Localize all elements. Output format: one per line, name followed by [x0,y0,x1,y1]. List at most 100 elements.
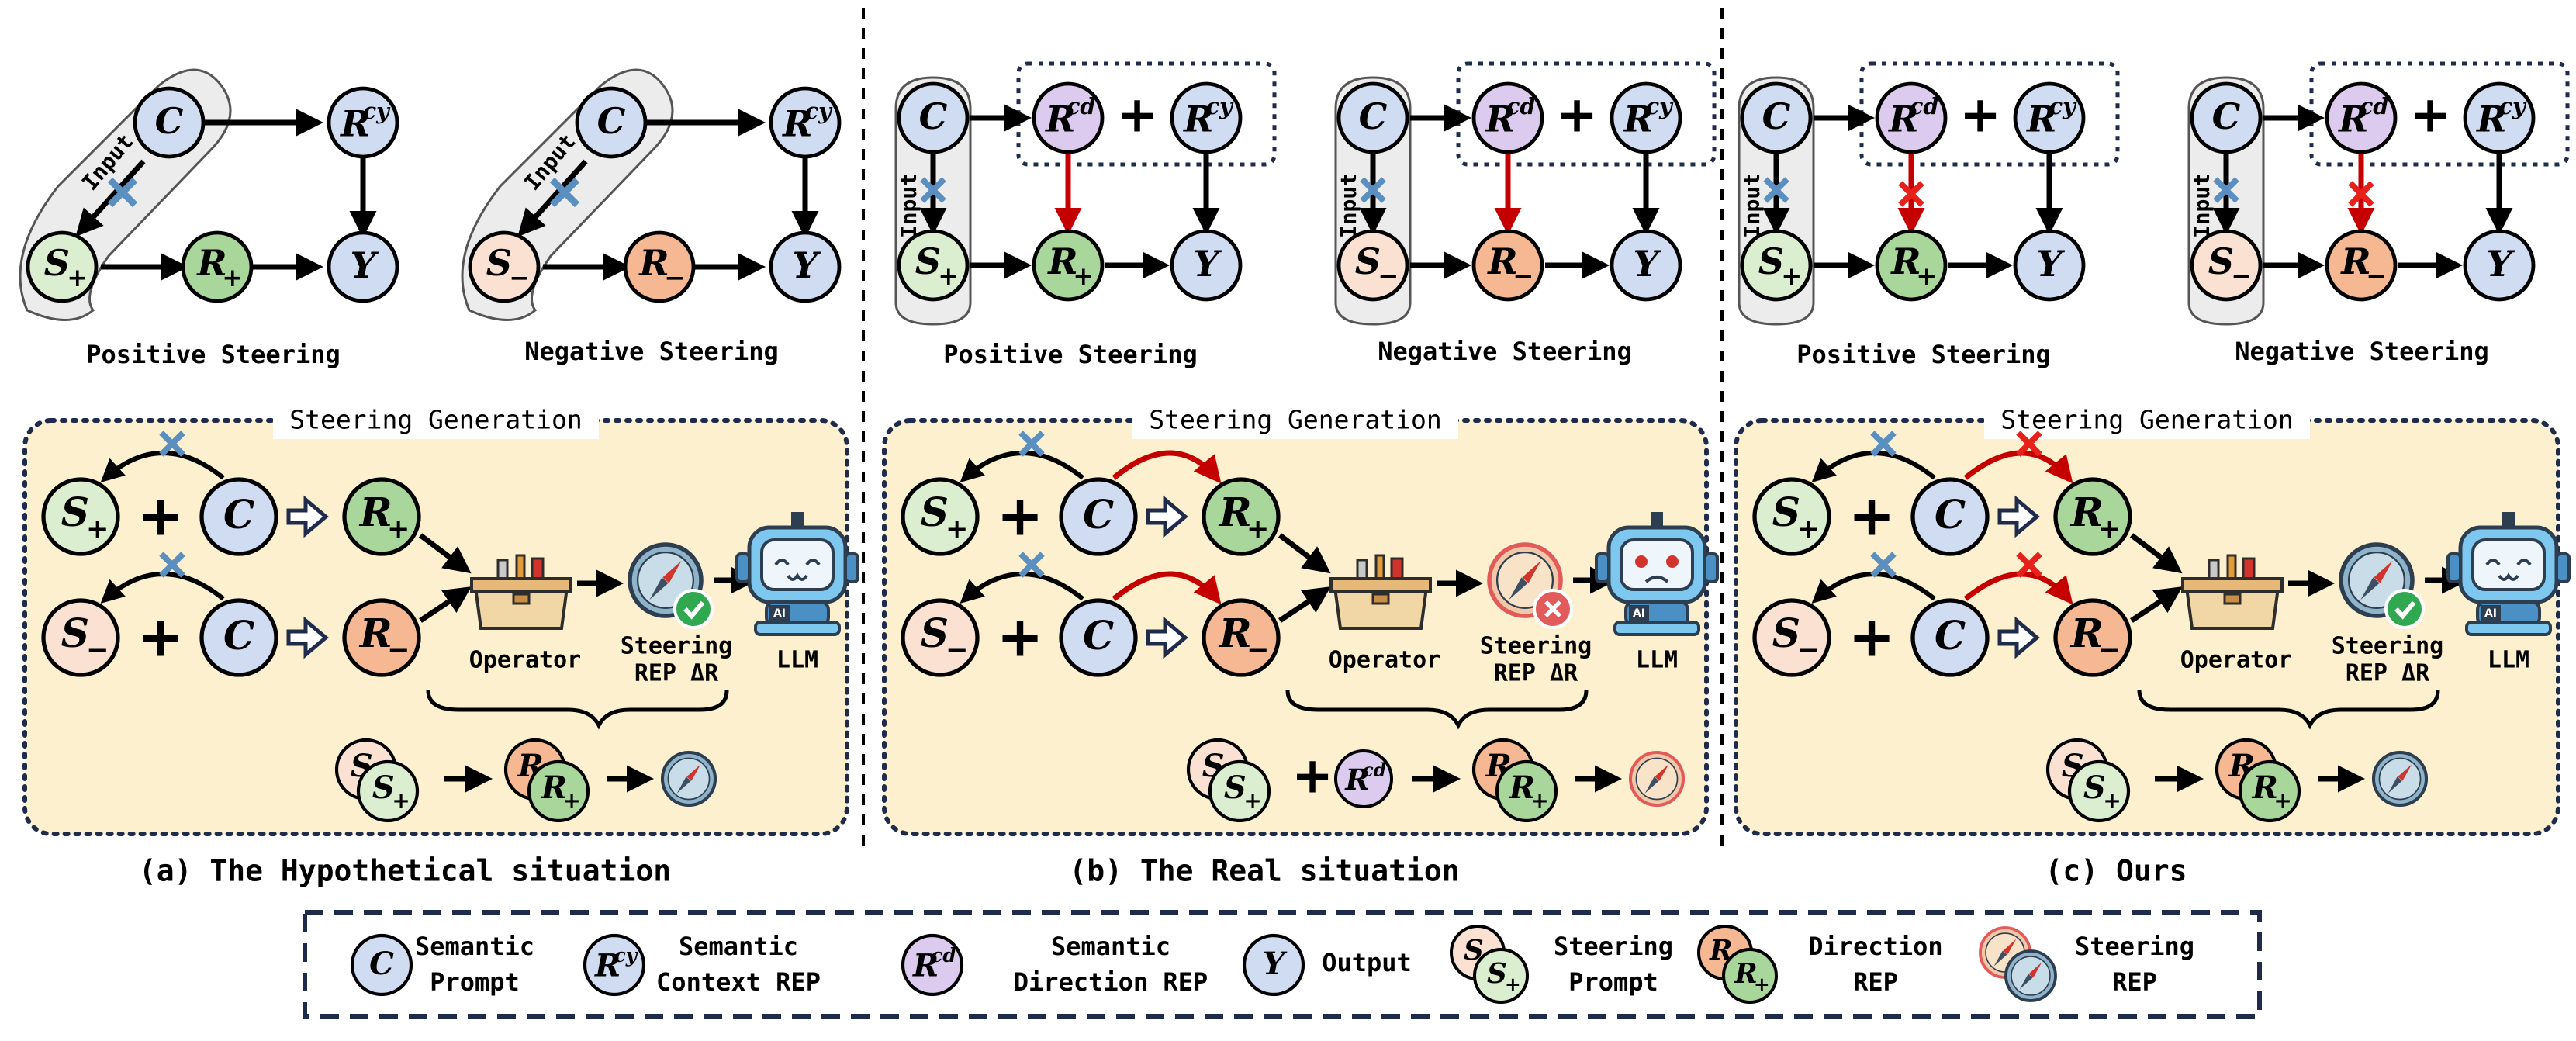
node-sup: cy [2049,93,2077,119]
node-sup: cy [614,944,638,967]
node-label: S [921,489,949,535]
node-circle [26,230,99,303]
node-Sm: S− [1752,598,1831,677]
cross-mark [1898,181,1924,207]
node-Rp: R+ [527,759,590,823]
node-circle [2238,759,2301,823]
node-sup: cy [2499,93,2527,119]
robot-badge [769,605,790,621]
node-Rm: R− [2053,598,2132,677]
node-circle [583,933,646,997]
node-label: C [919,95,948,137]
node-Sm: S− [901,598,980,677]
toolbox-latch [2223,593,2242,605]
node-circle [1242,933,1305,997]
node-Y: Y [769,230,842,303]
node-sup: cy [1646,93,1674,119]
node-circle [1752,477,1831,556]
node-sub: + [1505,973,1521,995]
arrow-R-to-operator [2129,533,2183,574]
robot-base [754,621,841,636]
robot-eye [1666,555,1679,568]
node-circle [2013,229,2086,302]
node-circle [181,230,254,303]
node-label: S [2208,240,2234,282]
node-Rcd: Rcd [1471,81,1544,154]
robot-eye [1635,555,1648,568]
compass-needle [2019,974,2033,990]
error-badge [1533,589,1573,629]
node-sub: + [562,788,580,814]
cross-stroke [2348,181,2374,207]
node-label: Y [2037,243,2066,285]
node-Rp: R+ [1202,477,1281,556]
node-C: C [1910,598,1990,677]
compass-needle [662,560,682,583]
node-label: R [638,242,669,284]
node-sub: + [222,263,243,292]
brace [426,690,729,730]
node-sub: − [1378,261,1399,291]
node-Rm: R− [1202,598,1281,677]
node-Rcy: Rcy [2013,81,2086,154]
legend-text: REP [2112,967,2157,997]
node-label: S [372,770,395,806]
arrow-R-to-operator [1278,586,1331,623]
panel-caption: (a) The Hypothetical situation [139,854,671,888]
compass-icon [660,750,717,808]
positive-steering-label: Positive Steering [1796,340,2051,369]
robot-ear [844,552,859,583]
node-label: R [2069,610,2104,656]
compass-needle [2374,560,2393,583]
node-sup: cd [1910,93,1938,119]
arrow-C-to-S [75,159,146,237]
node-circle [1202,477,1281,556]
node-sub: + [67,263,88,292]
node-circle [1495,759,1558,823]
positive-steering-label: Positive Steering [86,340,341,369]
toolbox-lid [2181,577,2284,593]
cross-stroke [159,552,185,578]
node-C: C [1336,81,1409,154]
node-Rp: R+ [2053,477,2132,556]
node-circle [2325,81,2398,154]
node-circle [342,598,421,677]
plus-sign: + [1556,87,1598,144]
node-C: C [133,86,206,159]
node-label: Y [793,244,821,286]
robot-antenna [1651,512,1663,529]
node-C: C [1740,81,1813,154]
node-label: R [2252,770,2278,806]
node-Y: Y [2013,229,2086,302]
node-sub: − [664,263,685,292]
compass-needle [649,577,669,600]
node-Rcy: Rcy [327,86,399,159]
operator-label: Operator [2180,647,2293,674]
node-label: R [1484,98,1515,140]
node-label: R [1344,763,1369,797]
node-label: S [1355,240,1381,282]
steering-label: Steering [621,633,733,660]
node-circle [901,598,980,677]
robot-eye [2485,559,2501,566]
node-Rp: R+ [1032,229,1105,302]
node-label: C [223,492,254,538]
cross-mark [2213,177,2239,203]
node-label: R [2337,98,2368,140]
robot-badge [2481,605,2501,621]
node-label: C [1083,492,1114,538]
compass-icon [1628,750,1686,808]
node-sup: cy [1206,93,1234,119]
node-circle [41,477,120,556]
compass-needle [686,764,701,781]
node-C: C [350,933,413,997]
node-sub: + [1073,261,1094,291]
node-sub: + [2273,788,2291,814]
legend-text: Prompt [430,967,520,997]
node-label: R [358,610,392,656]
node-circle [769,230,842,303]
plus-sign: + [1959,87,2001,144]
node-label: Y [1634,243,1662,285]
node-label: S [61,489,89,535]
cross-mark [1018,552,1045,578]
